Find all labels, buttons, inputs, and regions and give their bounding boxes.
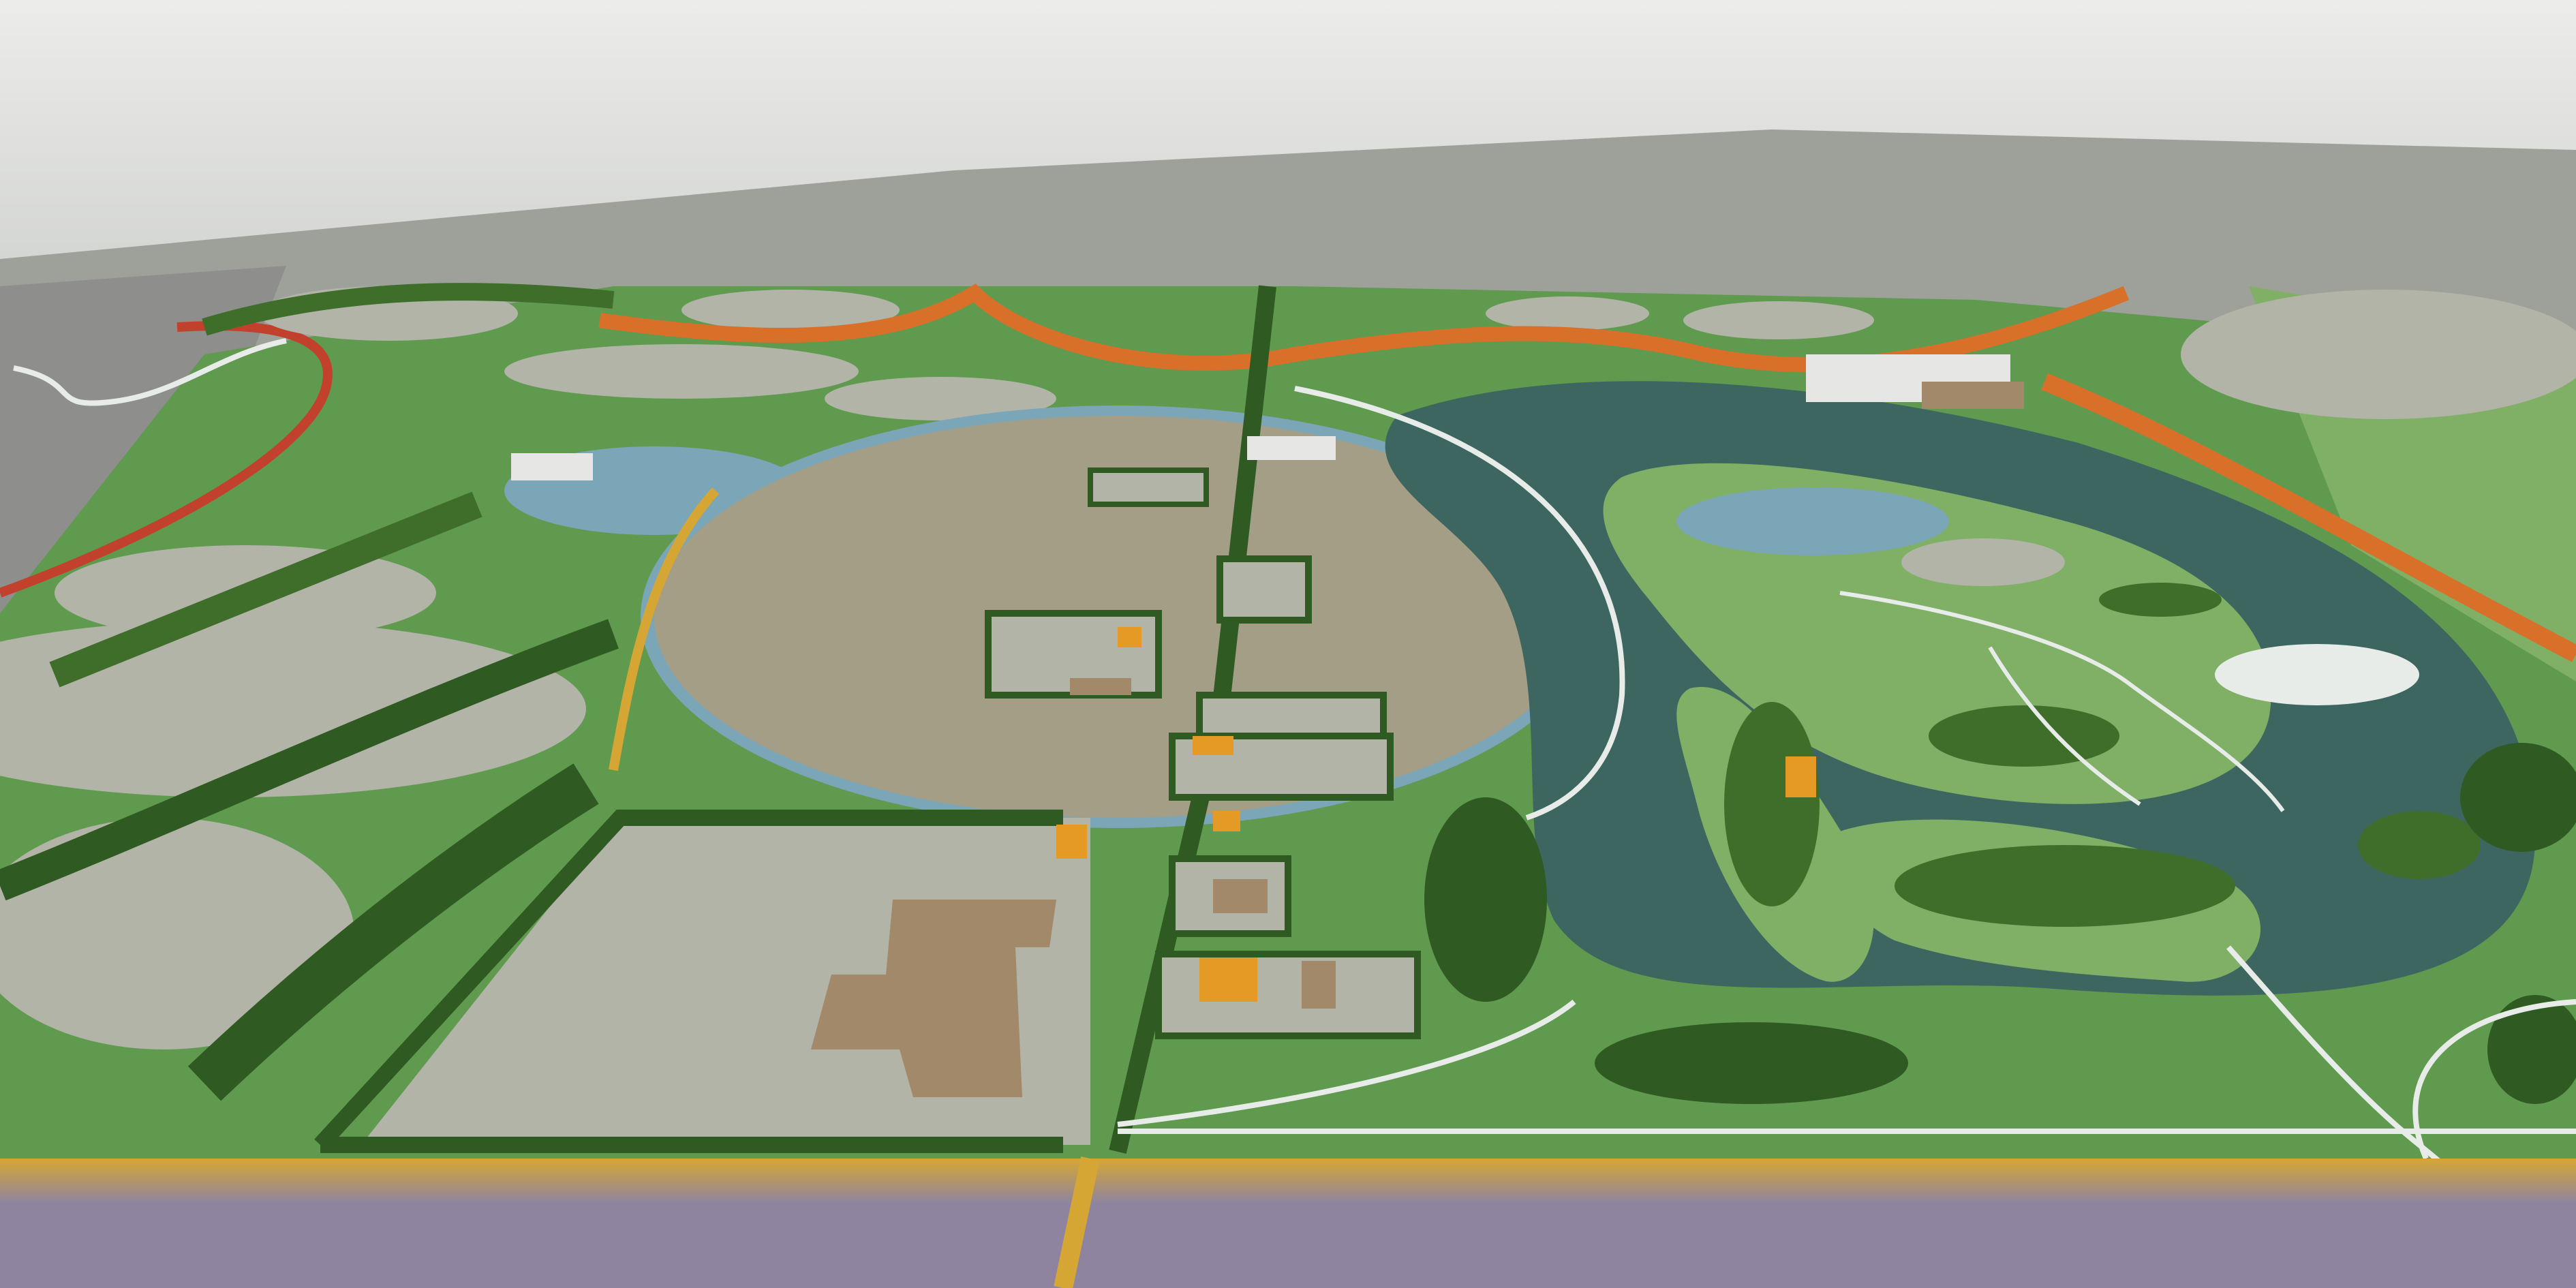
tree-grove-island-5 [2099,583,2222,617]
barn-tan-2 [1213,879,1268,913]
field-right-top [2181,290,2576,419]
foreground-farmland [0,1159,2576,1288]
tree-grove-island-4 [1929,705,2119,767]
foreground-road [1054,1156,1100,1288]
autumn-band-yellow [609,487,720,771]
farmhouse-white [1247,436,1336,460]
tree-belt-left-2 [187,763,599,1101]
tree-grove-bottom [1595,1022,1908,1104]
barn-orange-2 [1056,825,1087,859]
path-island [1839,591,2285,812]
pavilion-left [511,453,593,480]
path-bottom [1117,999,1576,1127]
hedged-plot-6 [1216,555,1312,624]
tree-belt-left-1 [0,619,619,901]
pond-center [1676,487,1949,555]
tree-grove-island-3 [2358,811,2481,879]
beach [2215,644,2419,705]
field-left-3 [0,818,354,1049]
white-road-left [13,338,287,406]
barn-tan-1 [1302,961,1336,1009]
tree-belt-lower-field [314,810,1063,1151]
field-top-6 [1683,301,1874,339]
barn-orange-3 [1193,736,1233,755]
barn-orange-1 [1199,957,1257,1002]
autumn-band-right [2041,373,2576,662]
tree-grove-island-1 [1724,702,1820,906]
hedged-plot-4 [1169,855,1291,937]
field-top-5 [1486,296,1649,331]
lakeside-complex-tan [1922,382,2024,409]
field-top-3 [825,377,1056,420]
field-top-2 [504,344,859,399]
cabins [1785,756,1816,797]
large-warehouse [811,900,1056,1097]
field-left-2 [0,620,586,797]
tree-belt-top [202,283,615,336]
hedged-plot-5 [1155,951,1421,1039]
tree-grove-right-bottom [2487,995,2576,1104]
path-far-right [2412,999,2576,1160]
barn-orange-5 [1213,811,1240,831]
tree-belt-left-3 [49,491,482,688]
barn-orange-4 [1118,627,1141,647]
barn-tan-3 [1070,678,1131,695]
tree-grove-right [2460,743,2576,852]
pond-small [1901,538,2065,586]
path-lake-west [1294,386,1625,821]
hedged-plot-7 [1088,467,1209,507]
field-top-4 [681,290,900,331]
tree-grove-center [1424,797,1547,1002]
tree-grove-island-2 [1895,845,2235,927]
road-left [0,321,333,598]
